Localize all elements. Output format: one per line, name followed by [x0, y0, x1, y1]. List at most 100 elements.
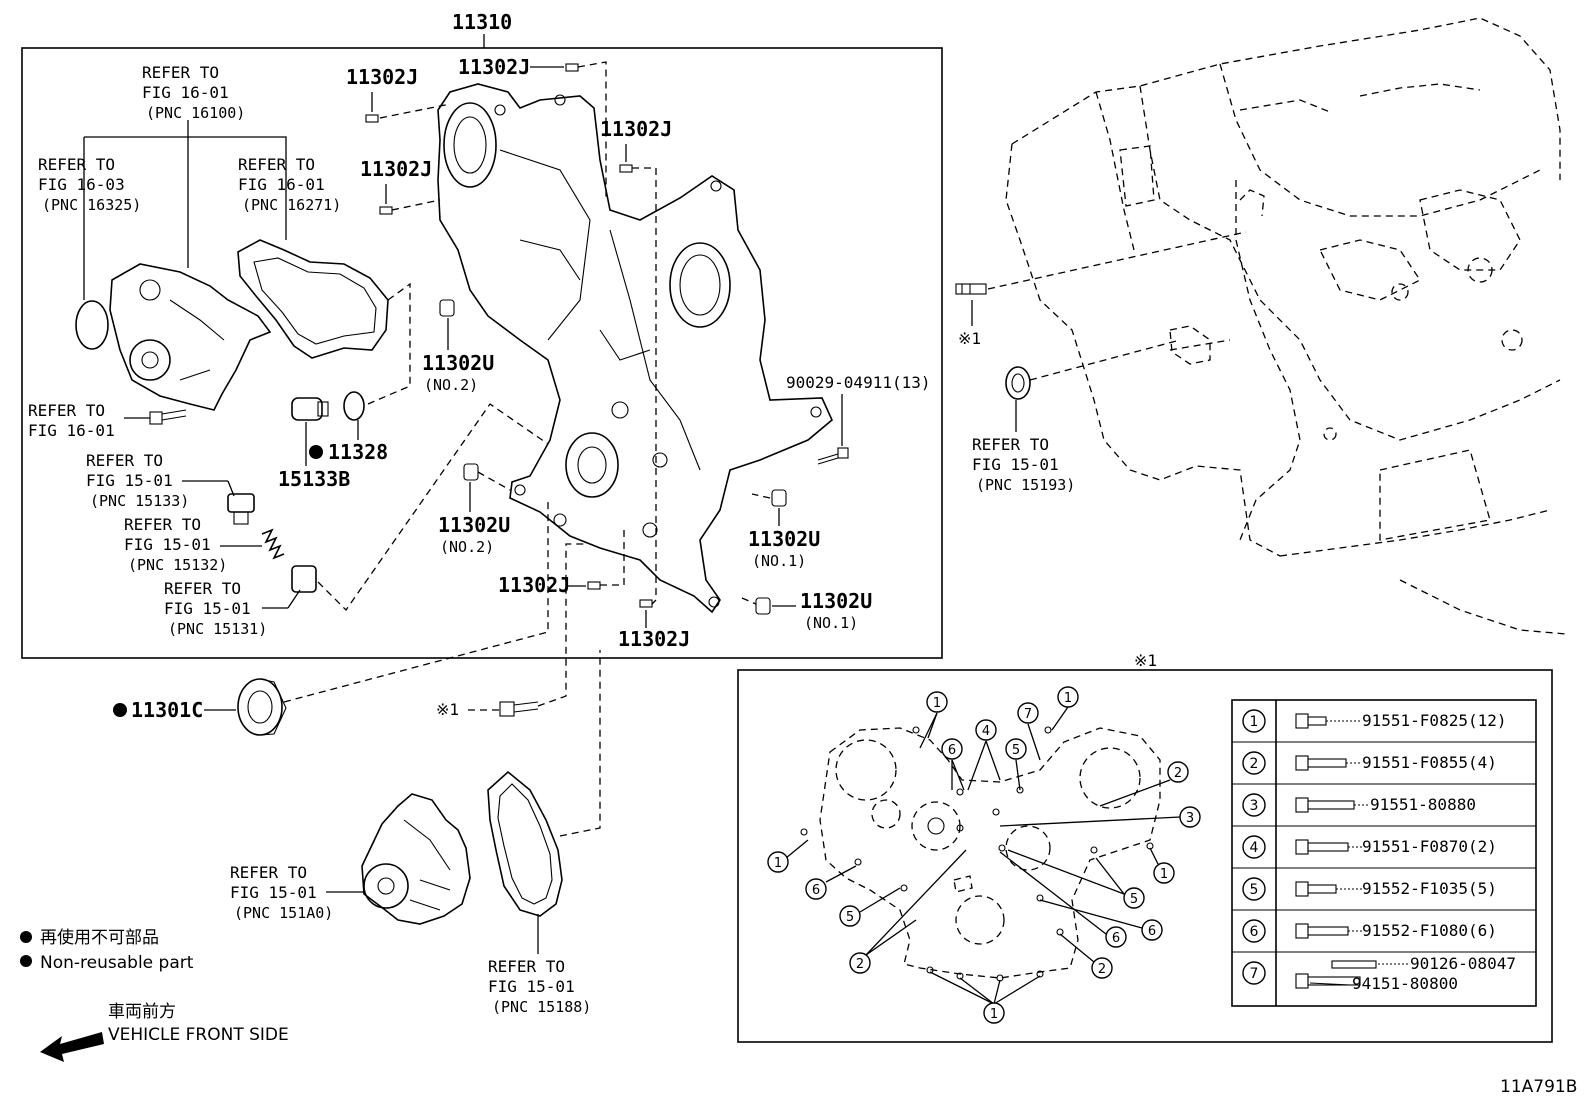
refer-note: REFER TO — [142, 63, 219, 82]
callout-circle — [1242, 835, 1266, 859]
plug-icon — [291, 391, 365, 421]
front-side-jp: 車両前方 — [108, 1002, 176, 1022]
refer-note: REFER TO — [972, 435, 1049, 454]
bolt-icon — [499, 701, 539, 717]
part-label-no2: (NO.2) — [440, 538, 494, 556]
leader-line — [1309, 982, 1351, 986]
svg-text:2: 2 — [856, 957, 864, 972]
part-label-11302U: 11302U — [748, 527, 820, 551]
svg-text:1: 1 — [1064, 691, 1072, 706]
arrow-left-icon — [40, 1032, 104, 1062]
callout-markers — [767, 686, 1201, 1024]
non-reusable-dot — [113, 703, 127, 717]
part-label-11302J: 11302J — [458, 55, 530, 79]
svg-text:2: 2 — [1098, 962, 1106, 977]
callout-number: 5 — [1250, 882, 1259, 898]
callout-circle — [1242, 793, 1266, 817]
bolt-part-number: 91551-F0855(4) — [1362, 753, 1497, 772]
refer-note: REFER TO — [230, 863, 307, 882]
refer-note: FIG 16-01 — [28, 421, 115, 440]
bolt-icon — [149, 409, 187, 425]
refer-note: REFER TO — [124, 515, 201, 534]
refer-note: FIG 16-03 — [38, 175, 125, 194]
refer-note: FIG 15-01 — [972, 455, 1059, 474]
stud-icon — [955, 283, 987, 295]
refer-note: FIG 15-01 — [230, 883, 317, 902]
o-ring-icon — [75, 300, 109, 350]
refer-note: FIG 16-01 — [142, 83, 229, 102]
refer-note: REFER TO — [488, 957, 565, 976]
part-label-11328: 11328 — [328, 440, 388, 464]
non-reusable-dot — [20, 955, 32, 967]
part-label-11302J: 11302J — [360, 157, 432, 181]
engine-block — [1005, 17, 1567, 635]
refer-note: FIG 15-01 — [164, 599, 251, 618]
front-side-en: VEHICLE FRONT SIDE — [108, 1025, 289, 1045]
bolt-shank — [1307, 926, 1349, 936]
bolt-icon — [1295, 923, 1309, 939]
bolt-shank — [1307, 716, 1327, 726]
callout-number: 3 — [1250, 798, 1259, 814]
bolt-part-number: 90126-08047 — [1410, 954, 1516, 973]
svg-text:6: 6 — [1148, 924, 1156, 939]
bolt-part-number: 91552-F1080(6) — [1362, 921, 1497, 940]
bolt-part-number: 91551-F0870(2) — [1362, 837, 1497, 856]
callout-number: 1 — [1250, 714, 1259, 730]
svg-text:1: 1 — [1160, 867, 1168, 882]
legend-en: Non-reusable part — [40, 953, 194, 973]
refer-note: (PNC 16271) — [242, 196, 341, 214]
bolt-icon — [817, 447, 849, 465]
relief-valve-icon — [291, 565, 317, 593]
refer-note: (PNC 15132) — [128, 556, 227, 574]
part-label-15133B: 15133B — [278, 467, 350, 491]
bolt-table-row: 5 91552-F1035(5) — [1242, 877, 1497, 901]
svg-text:6: 6 — [812, 883, 820, 898]
bolt-icon — [1295, 839, 1309, 855]
refer-note: REFER TO — [164, 579, 241, 598]
part-label-90029-04911: 90029-04911(13) — [786, 373, 931, 392]
bolt-icon — [1295, 755, 1309, 771]
refer-note: (PNC 15133) — [90, 492, 189, 510]
refer-note: (PNC 15188) — [492, 998, 591, 1016]
non-reusable-dot — [20, 931, 32, 943]
refer-note: REFER TO — [86, 451, 163, 470]
non-reusable-dot — [309, 445, 323, 459]
bolt-table — [1231, 699, 1537, 1007]
refer-note: REFER TO — [238, 155, 315, 174]
ref-mark: ※1 — [1134, 651, 1157, 670]
water-pump-upper — [109, 263, 272, 411]
refer-note: (PNC 151A0) — [234, 904, 333, 922]
part-label-no1: (NO.1) — [804, 614, 858, 632]
svg-text:1: 1 — [990, 1007, 998, 1022]
bolt-shank — [1307, 976, 1361, 986]
valve-icon — [227, 493, 255, 525]
callout-circle — [1242, 961, 1266, 985]
stud-icon — [1331, 960, 1377, 969]
bolt-icon — [1295, 881, 1309, 897]
part-label-11301C: 11301C — [131, 698, 203, 722]
refer-note: (PNC 15131) — [168, 620, 267, 638]
svg-text:5: 5 — [1130, 892, 1138, 907]
figure-id: 11A791B — [1500, 1077, 1577, 1097]
part-label-11302U: 11302U — [422, 351, 494, 375]
refer-note: FIG 16-01 — [238, 175, 325, 194]
refer-note: (PNC 16100) — [146, 104, 245, 122]
svg-text:4: 4 — [982, 724, 990, 739]
main-part-label: 11310 — [452, 10, 512, 34]
callout-number: 4 — [1250, 840, 1259, 856]
svg-text:5: 5 — [846, 910, 854, 925]
water-pump-gasket — [237, 239, 389, 359]
callout-numbers: 1 1 1 1 1 2 2 2 3 4 5 5 5 6 6 6 6 7 — [774, 691, 1194, 1022]
bolt-table-row: 4 91551-F0870(2) — [1242, 835, 1497, 859]
refer-note: FIG 15-01 — [124, 535, 211, 554]
refer-note: FIG 15-01 — [86, 471, 173, 490]
refer-note: (PNC 15193) — [976, 476, 1075, 494]
part-label-11302U: 11302U — [438, 513, 510, 537]
dowel-pin-icon — [365, 63, 653, 608]
bolt-part-number: 91552-F1035(5) — [1362, 879, 1497, 898]
refer-note: REFER TO — [28, 401, 105, 420]
svg-text:1: 1 — [774, 856, 782, 871]
